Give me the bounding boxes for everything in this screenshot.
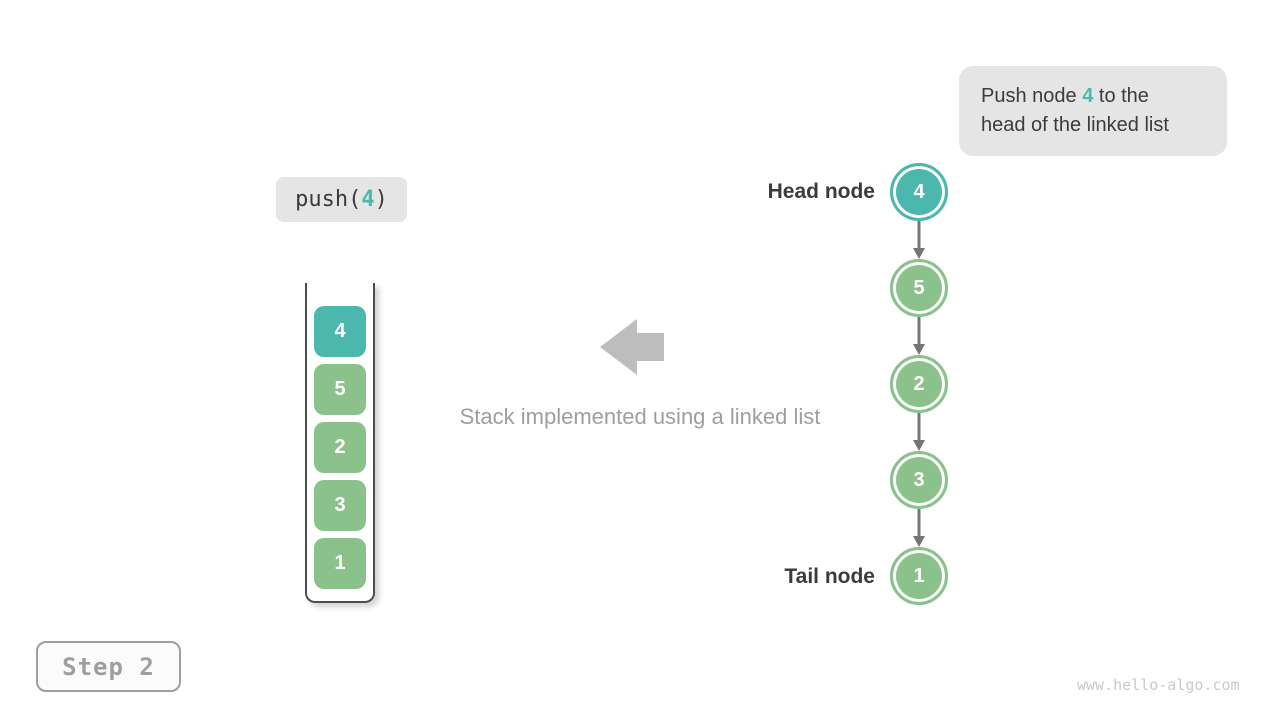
callout-text-prefix: Push node xyxy=(981,85,1083,107)
arrow-down-icon xyxy=(913,221,925,259)
stack-cell: 1 xyxy=(314,538,366,589)
left-arrow-icon xyxy=(600,319,664,375)
operation-code-box: push(4) xyxy=(276,177,407,222)
watermark: www.hello-algo.com xyxy=(1077,676,1240,694)
list-node: 3 xyxy=(890,451,948,509)
step-indicator: Step 2 xyxy=(36,641,181,692)
stack-cell: 2 xyxy=(314,422,366,473)
list-node: 2 xyxy=(890,355,948,413)
operation-prefix: push( xyxy=(295,187,362,212)
arrow-down-icon xyxy=(913,317,925,355)
diagram-caption: Stack implemented using a linked list xyxy=(459,404,821,429)
tail-node-label: Tail node xyxy=(784,565,875,588)
list-node: 1 xyxy=(890,547,948,605)
arrow-down-icon xyxy=(913,413,925,451)
arrow-down-icon xyxy=(913,509,925,547)
stack-container: 4 5 2 3 1 xyxy=(305,283,375,603)
step-label: Step 2 xyxy=(62,652,155,681)
stack-cell: 3 xyxy=(314,480,366,531)
list-node: 4 xyxy=(890,163,948,221)
explanation-callout: Push node 4 to the head of the linked li… xyxy=(959,66,1227,156)
operation-suffix: ) xyxy=(374,187,388,212)
callout-text-line2: head of the linked list xyxy=(981,114,1169,136)
stack-cell: 5 xyxy=(314,364,366,415)
callout-highlight-value: 4 xyxy=(1082,85,1094,107)
linked-list: 4 5 2 3 1 xyxy=(890,163,948,605)
stack-cell: 4 xyxy=(314,306,366,357)
callout-text-suffix: to the xyxy=(1093,85,1149,107)
head-node-label: Head node xyxy=(767,180,875,203)
operation-arg: 4 xyxy=(361,187,375,212)
list-node: 5 xyxy=(890,259,948,317)
